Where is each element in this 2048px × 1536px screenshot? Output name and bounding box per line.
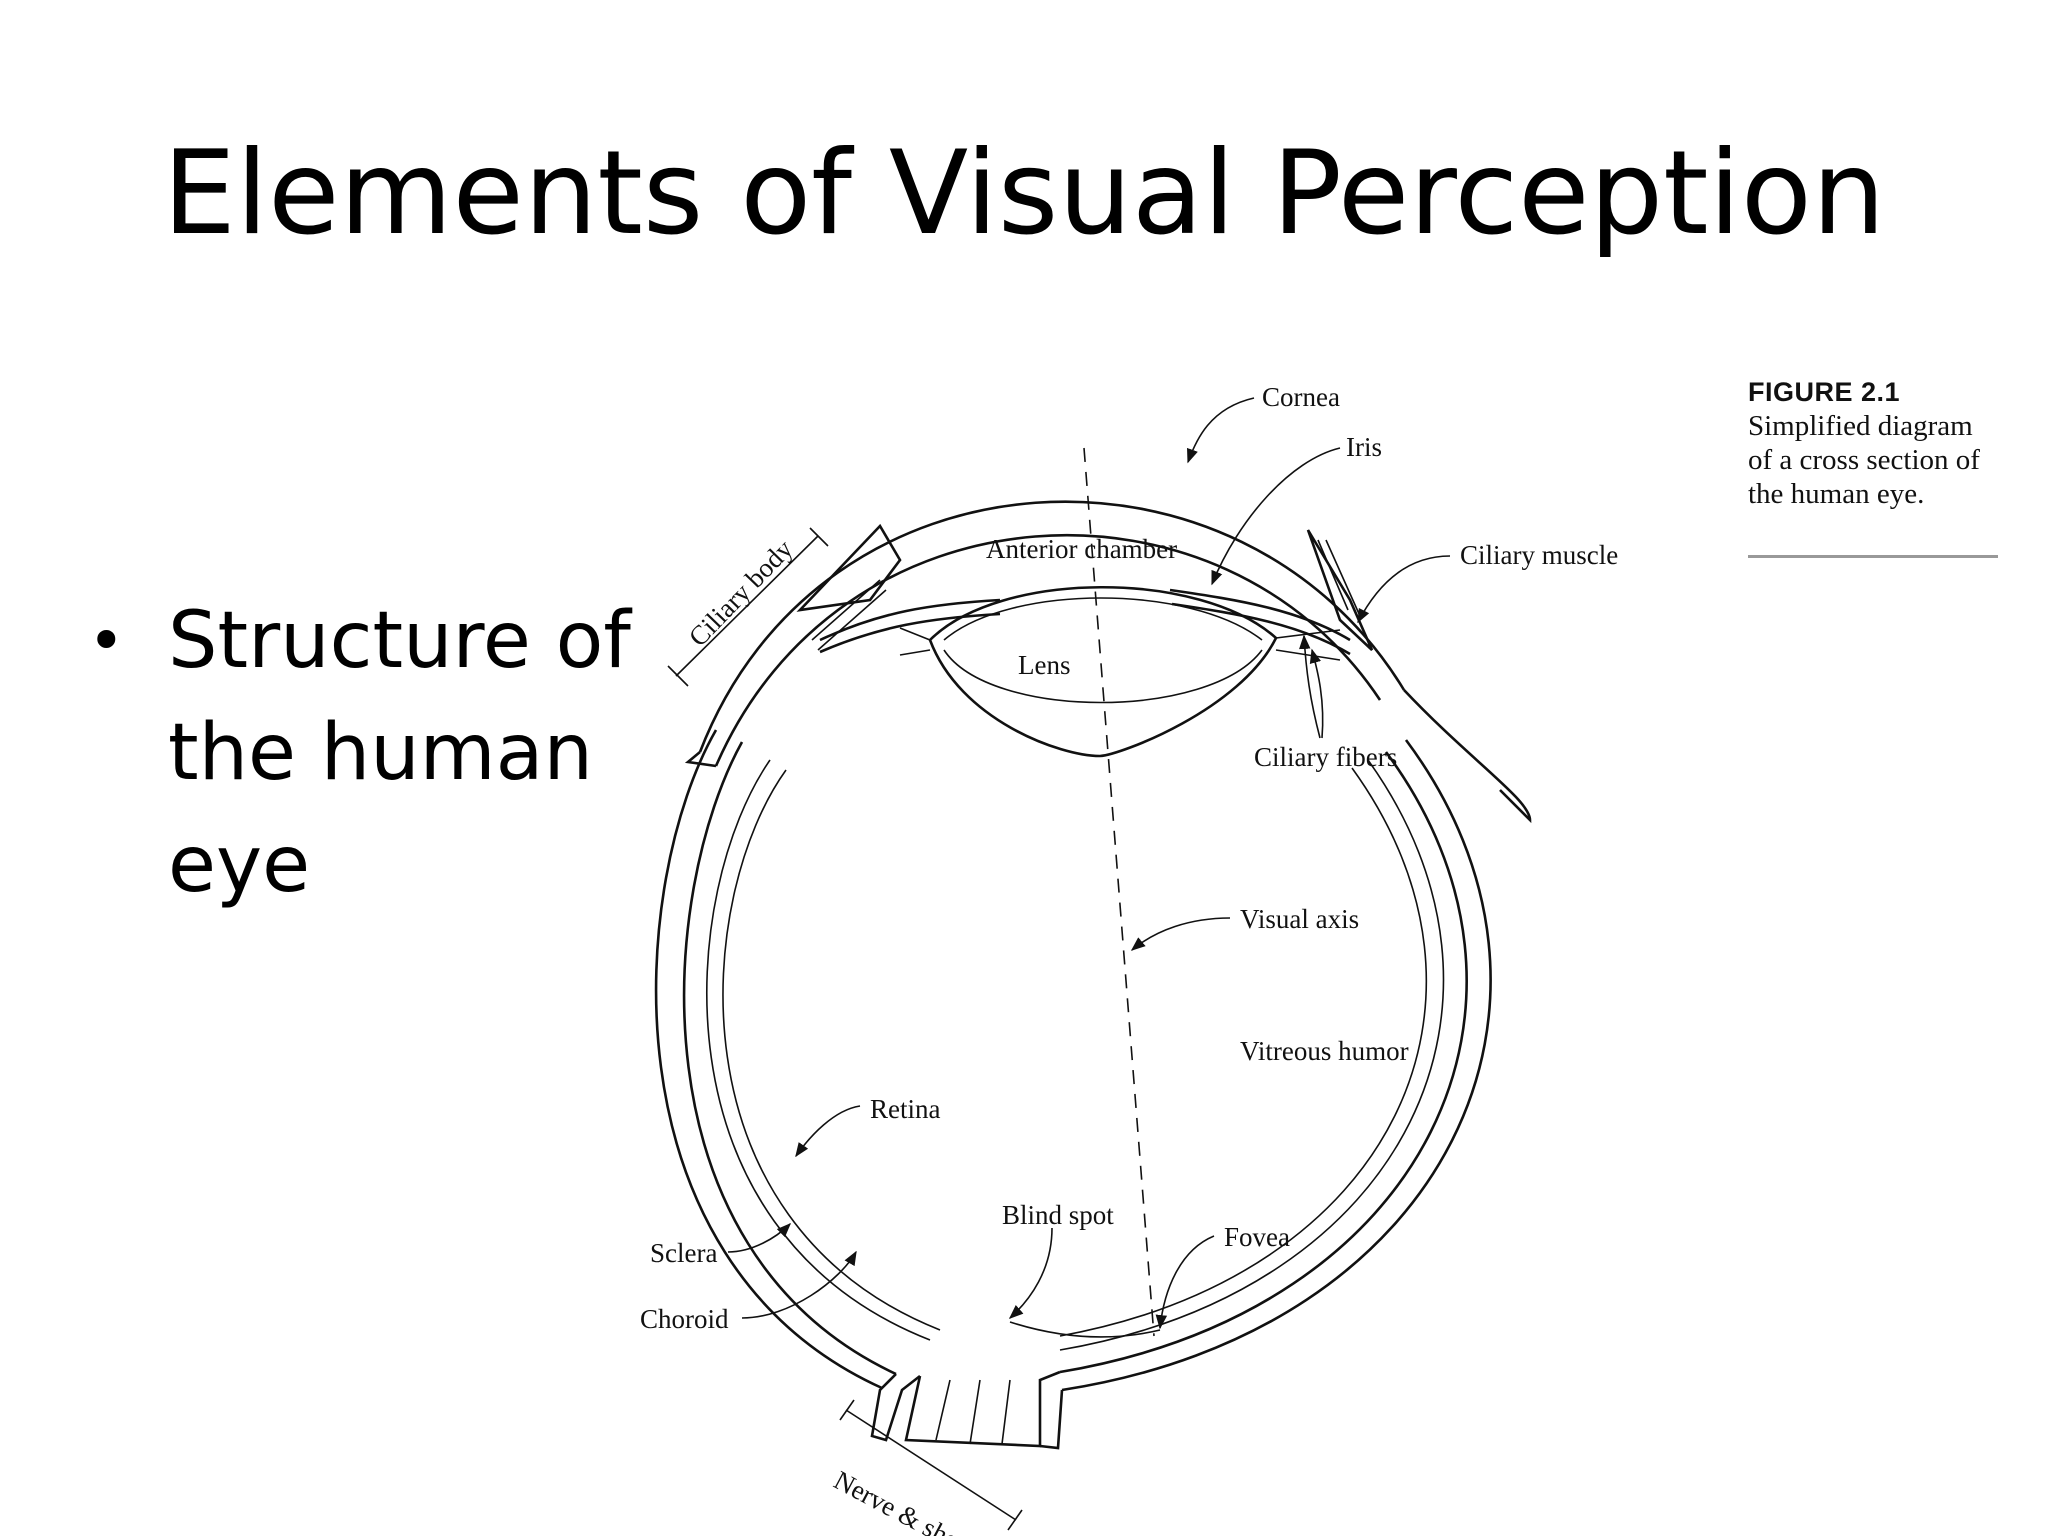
label-vitreous-humor: Vitreous humor xyxy=(1240,1036,1409,1066)
label-anterior-chamber: Anterior chamber xyxy=(986,534,1177,564)
ciliary-body-shape xyxy=(796,523,1374,651)
figure-caption-text: Simplified diagram of a cross section of… xyxy=(1748,410,1980,510)
slide-title: Elements of Visual Perception xyxy=(162,126,1886,261)
label-ciliary-body: Ciliary body xyxy=(683,533,799,652)
visual-axis-line xyxy=(1083,447,1155,1337)
label-nerve-sheath: Nerve & sheath xyxy=(829,1465,993,1536)
iris-shape xyxy=(819,588,1351,656)
lens-shape xyxy=(928,586,1278,758)
bullet-text: Structure of the human eye xyxy=(168,596,631,910)
bullet-item: • Structure of the human eye xyxy=(88,585,638,921)
label-iris: Iris xyxy=(1346,432,1382,462)
sclera-outline xyxy=(654,729,1492,1392)
label-lens: Lens xyxy=(1018,650,1070,680)
ciliary-fibers-shape xyxy=(899,627,1341,661)
nerve-sheath-shape xyxy=(870,1370,1064,1450)
figure-label: FIGURE 2.1 xyxy=(1748,377,1901,407)
label-blind-spot: Blind spot xyxy=(1002,1200,1114,1230)
bullet-marker: • xyxy=(88,604,125,677)
label-visual-axis: Visual axis xyxy=(1240,904,1359,934)
label-retina: Retina xyxy=(870,1094,940,1124)
label-sclera: Sclera xyxy=(650,1238,717,1268)
label-choroid: Choroid xyxy=(640,1304,729,1334)
label-leaders xyxy=(667,397,1451,1531)
label-cornea: Cornea xyxy=(1262,382,1340,412)
label-ciliary-fibers: Ciliary fibers xyxy=(1254,742,1397,772)
figure-caption: FIGURE 2.1 Simplified diagram of a cross… xyxy=(1748,375,1998,511)
caption-rule xyxy=(1748,555,1998,558)
cornea-shape xyxy=(684,500,1532,824)
label-fovea: Fovea xyxy=(1224,1222,1290,1252)
label-ciliary-muscle: Ciliary muscle xyxy=(1460,540,1618,570)
